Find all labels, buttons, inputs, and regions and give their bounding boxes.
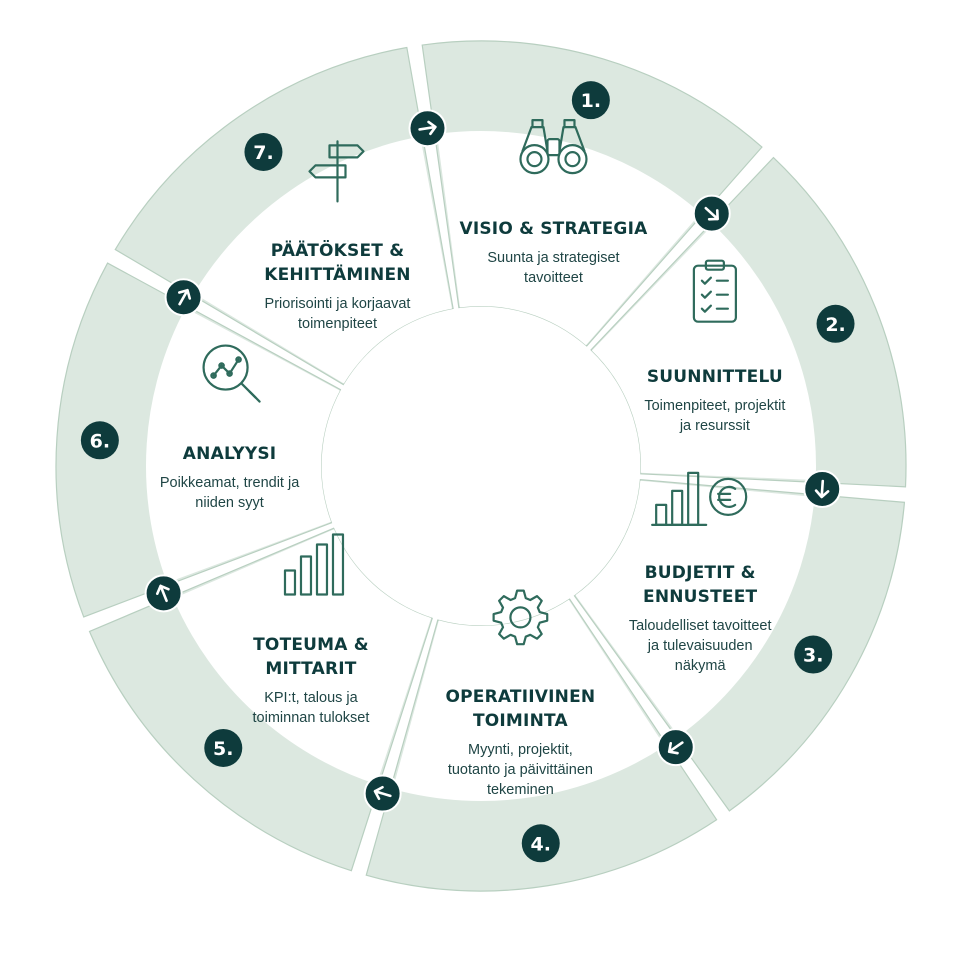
cycle-arrow-4-to-5-icon: [363, 774, 402, 813]
segment-6-inner: [145, 308, 340, 583]
cycle-arrow-5-to-6-icon: [144, 574, 183, 613]
center-circle: [322, 307, 640, 625]
cycle-arrow-6-to-7-icon: [164, 278, 203, 317]
segment-7-title: PÄÄTÖKSET & KEHITTÄMINEN: [264, 241, 411, 286]
segment-3-description: Taloudelliset tavoitteet ja tulevaisuude…: [628, 617, 772, 674]
bar-chart-euro-icon: [651, 471, 748, 526]
segment-7-inner: [193, 136, 452, 384]
magnifier-chart-icon: [202, 344, 261, 403]
segment-1-title: VISIO & STRATEGIA: [459, 219, 648, 240]
segment-2-number-badge: 2.: [816, 304, 855, 343]
cycle-arrow-3-to-4-icon: [656, 728, 695, 767]
segment-3-title: BUDJETIT & ENNUSTEET: [643, 562, 758, 607]
clipboard-checklist-icon: [692, 259, 737, 323]
segment-2-text: SUUNNITTELU Toimenpiteet, projektit ja r…: [595, 365, 835, 436]
segment-4-inner: [392, 599, 665, 801]
segment-5-number-badge: 5.: [204, 728, 243, 767]
binoculars-icon: [519, 119, 588, 175]
segment-5-text: TOTEUMA & MITTARIT KPI:t, talous ja toim…: [191, 633, 431, 728]
segment-1-inner: [436, 131, 701, 346]
segment-6-number: 6.: [90, 430, 110, 452]
segment-2-number: 2.: [825, 314, 845, 336]
segment-7-number-badge: 7.: [244, 132, 283, 171]
segment-5-title: TOTEUMA & MITTARIT: [253, 634, 369, 679]
cycle-arrow-2-to-3-icon: [803, 470, 842, 509]
segment-4-number-badge: 4.: [521, 824, 560, 863]
cycle-arrow-7-to-1-icon: [408, 109, 447, 148]
segment-3-number-badge: 3.: [794, 635, 833, 674]
segment-4-text: OPERATIIVINEN TOIMINTA Myynti, projektit…: [400, 685, 640, 800]
segment-1-text: VISIO & STRATEGIA Suunta ja strategiset …: [433, 217, 673, 288]
segment-6-description: Poikkeamat, trendit ja niiden syyt: [159, 474, 300, 511]
segment-7-text: PÄÄTÖKSET & KEHITTÄMINEN Priorisointi ja…: [217, 239, 457, 334]
segment-5-inner: [173, 529, 432, 785]
gear-icon: [492, 589, 549, 646]
segment-5-description: KPI:t, talous ja toiminnan tulokset: [252, 689, 370, 726]
segment-6-text: ANALYYSI Poikkeamat, trendit ja niiden s…: [110, 442, 350, 513]
segment-3-text: BUDJETIT & ENNUSTEET Taloudelliset tavoi…: [580, 561, 820, 676]
segment-7-description: Priorisointi ja korjaavat toimenpiteet: [264, 296, 411, 333]
segment-1-description: Suunta ja strategiset tavoitteet: [487, 250, 620, 287]
segment-7-number: 7.: [253, 142, 273, 164]
segment-5-number: 5.: [213, 738, 233, 760]
bar-chart-icon: [283, 533, 345, 596]
segment-2-title: SUUNNITTELU: [646, 366, 783, 387]
segment-6-title: ANALYYSI: [182, 443, 277, 464]
segment-4-number: 4.: [531, 833, 551, 855]
segment-3-inner: [575, 480, 815, 737]
cycle-arrow-1-to-2-icon: [692, 194, 731, 233]
segment-2-description: Toimenpiteet, projektit ja resurssit: [644, 397, 786, 434]
signpost-icon: [308, 140, 365, 203]
segment-3-number: 3.: [803, 645, 823, 667]
segment-2-inner: [591, 224, 816, 481]
segment-4-description: Myynti, projektit, tuotanto ja päivittäi…: [447, 742, 593, 799]
segment-1-number: 1.: [581, 90, 601, 112]
segment-1-number-badge: 1.: [571, 81, 610, 120]
segment-6-number-badge: 6.: [80, 421, 119, 460]
segment-4-title: OPERATIIVINEN TOIMINTA: [445, 687, 596, 732]
